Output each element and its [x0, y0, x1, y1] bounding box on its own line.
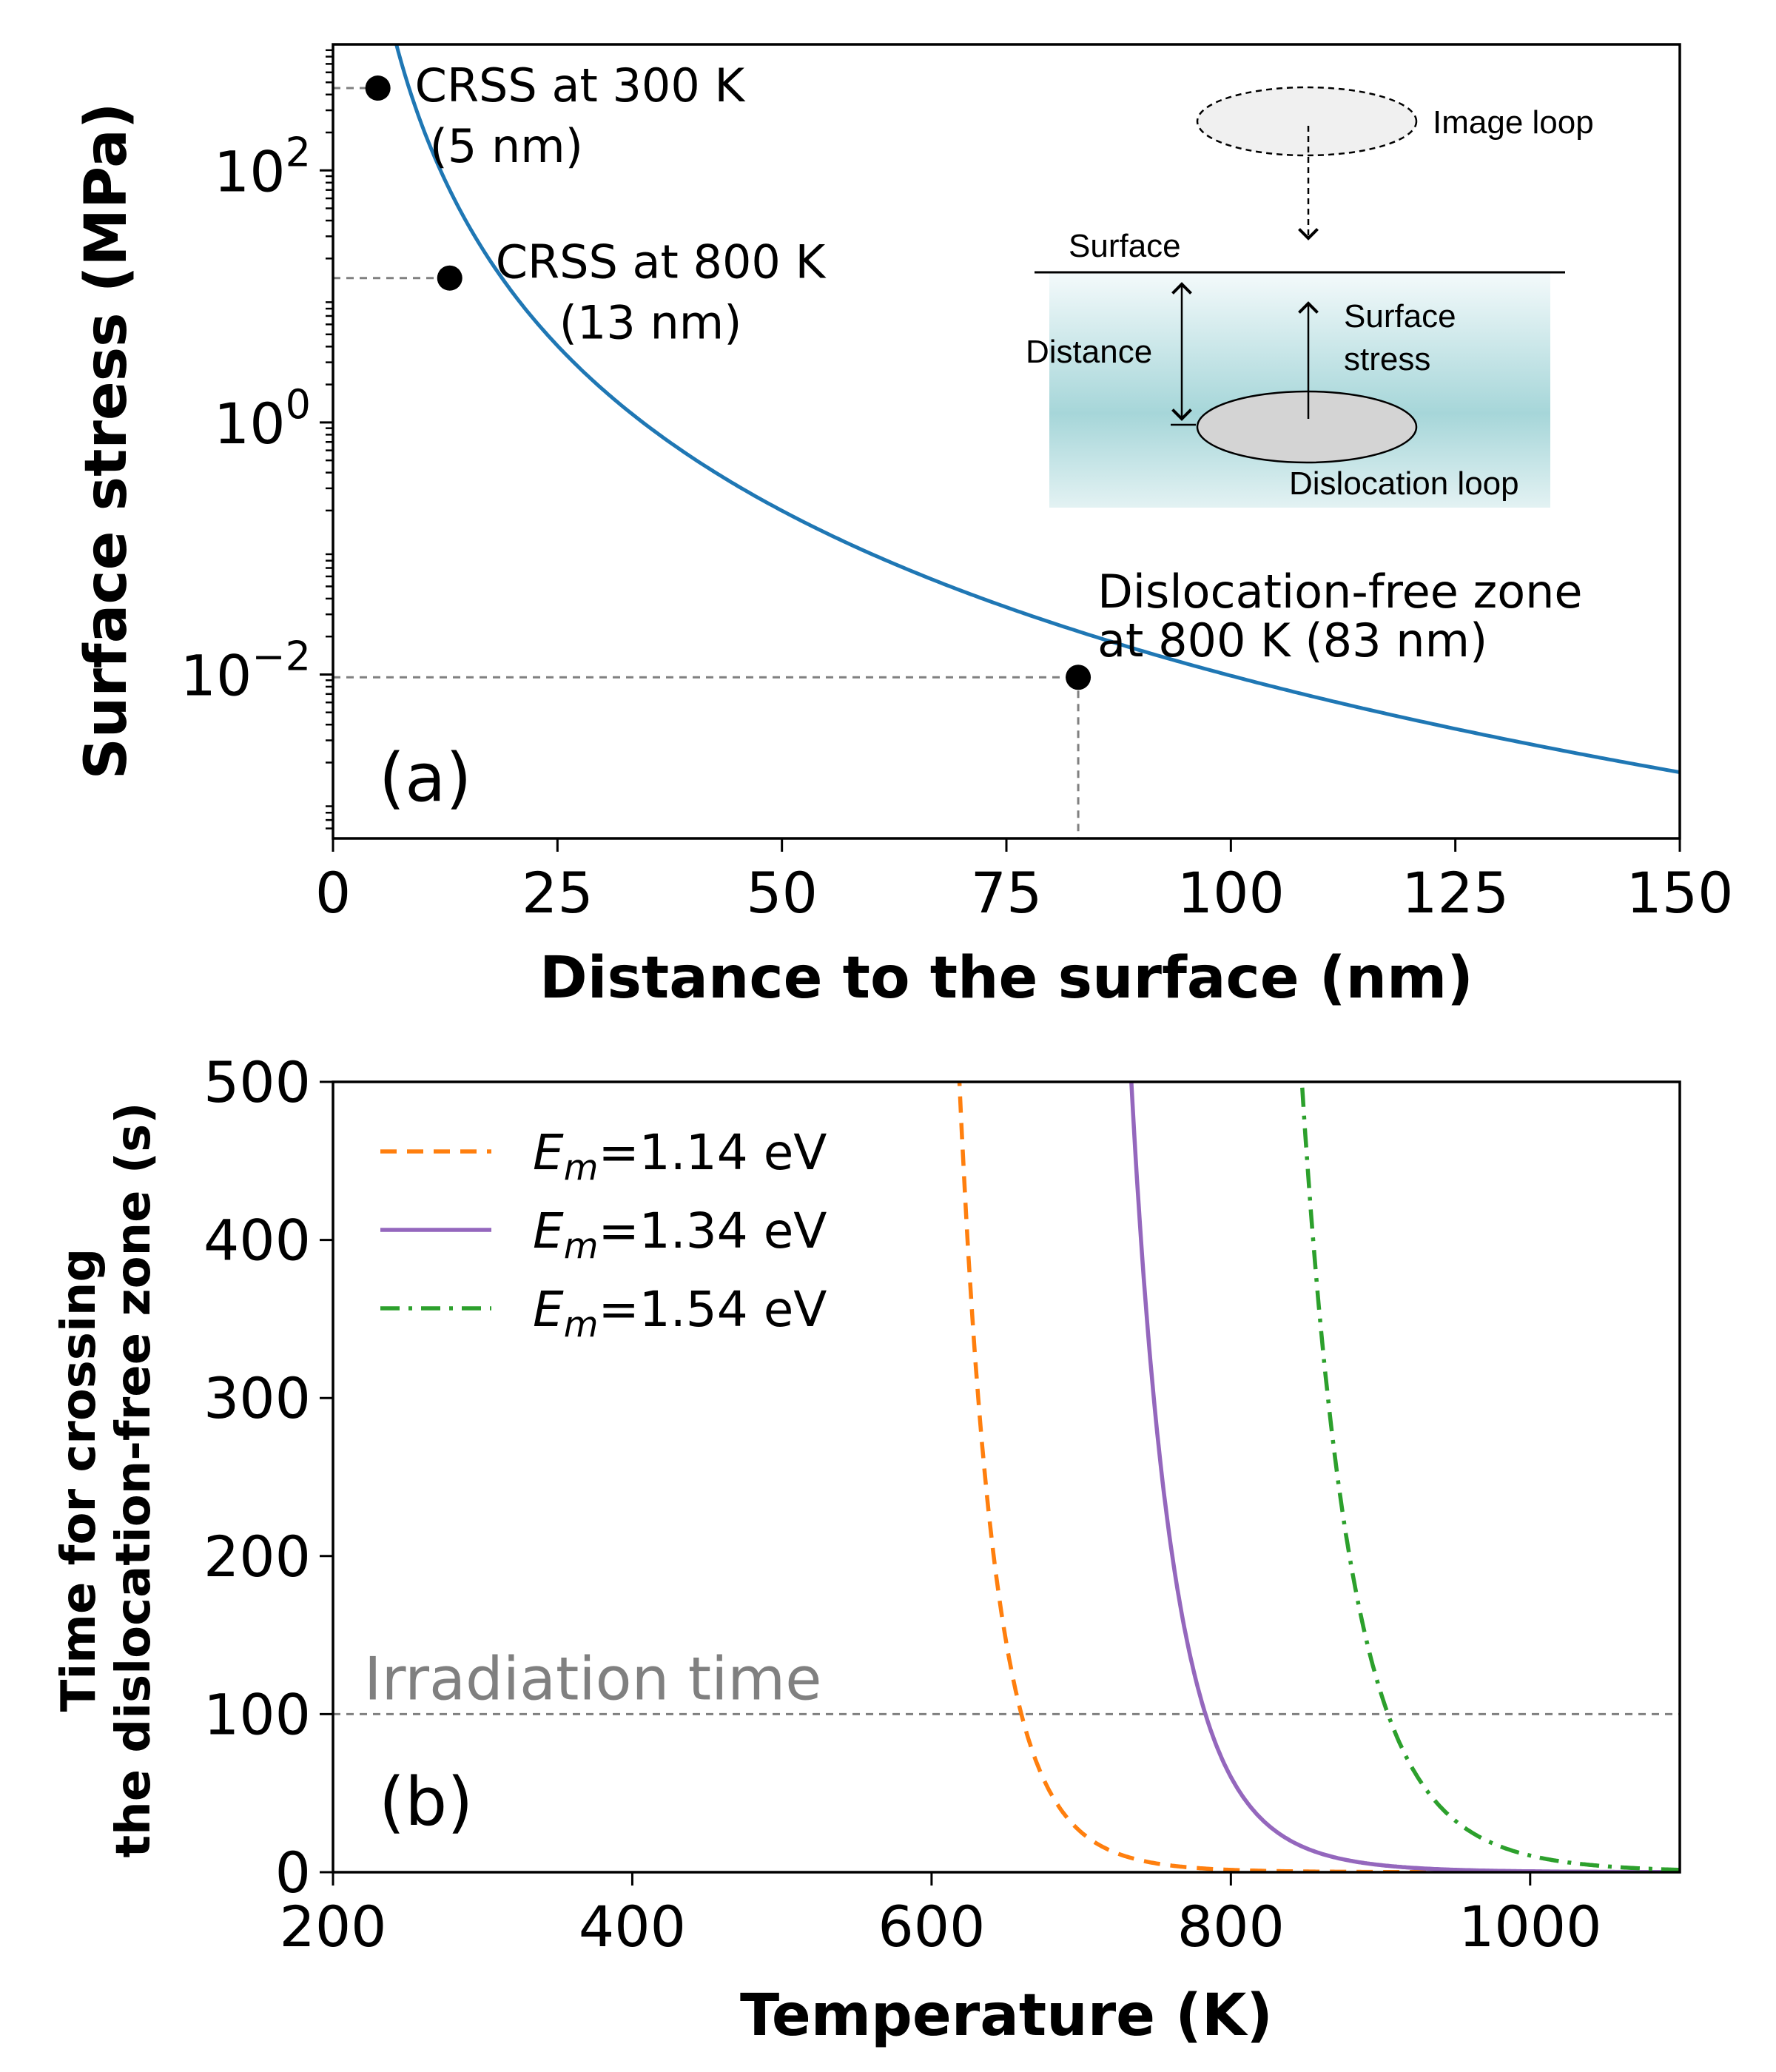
panel-a-points: CRSS at 300 K (5 nm) CRSS at 800 K (13 nm) D…	[365, 58, 1583, 690]
x-tick-label: 0	[315, 860, 351, 926]
data-point	[1066, 665, 1092, 690]
inset-schematic: Image loop Surface Distance Surface stre…	[1026, 86, 1594, 508]
x-tick-label: 125	[1402, 860, 1509, 926]
x-tick-label: 75	[971, 860, 1043, 926]
y-tick-label: 0	[275, 1840, 311, 1906]
surface-stress-curve	[394, 44, 1680, 775]
panel-a-y-axis-label: Surface stress (MPa)	[73, 103, 140, 780]
panel-b-y-axis-label-line1: Time for crossing	[52, 1248, 107, 1712]
panel-a-x-axis-label: Distance to the surface (nm)	[539, 945, 1473, 1012]
dislocation-loop-ellipse	[1196, 390, 1418, 464]
point-label-line2: (13 nm)	[559, 296, 742, 350]
panel-b: Irradiation time 200 400 600 800 1000 0 100 20…	[52, 1049, 1681, 2049]
irradiation-time-label: Irradiation time	[364, 1644, 821, 1713]
inset-distance-label: Distance	[1026, 334, 1152, 370]
inset-image-loop-label: Image loop	[1433, 104, 1594, 141]
point-label-line1: CRSS at 800 K	[496, 235, 827, 289]
panel-b-legend: Em=1.14 eV Em=1.34 eV Em=1.54 eV	[380, 1124, 827, 1345]
inset-dislocation-loop-label: Dislocation loop	[1289, 465, 1519, 502]
y-tick-label: 10−2	[181, 633, 311, 708]
y-tick-label: 500	[204, 1049, 311, 1115]
panel-b-series	[957, 1082, 1680, 1872]
y-tick-label: 300	[204, 1365, 311, 1431]
legend-label: Em=1.34 eV	[533, 1202, 827, 1267]
x-tick-label: 600	[878, 1894, 985, 1960]
y-tick-label: 102	[214, 129, 311, 204]
x-tick-label: 100	[1177, 860, 1285, 926]
y-tick-label: 100	[204, 1681, 311, 1747]
panel-b-x-axis-label: Temperature (K)	[740, 1982, 1273, 2049]
series-line-154	[1299, 1082, 1680, 1872]
panel-a-label: (a)	[379, 739, 471, 817]
series-line-134	[1129, 1082, 1680, 1872]
inset-surface-stress-line1: Surface	[1344, 298, 1456, 334]
legend-label: Em=1.54 eV	[533, 1281, 827, 1345]
point-label-line2: at 800 K (83 nm)	[1097, 613, 1487, 667]
point-label-line1: CRSS at 300 K	[415, 58, 746, 112]
panel-a-x-ticks: 0 25 50 75 100 125 150	[315, 838, 1734, 926]
point-label-line2: (5 nm)	[430, 119, 583, 173]
x-tick-label: 50	[746, 860, 818, 926]
panel-a-y-ticks: 102 100 10−2	[181, 49, 333, 830]
panel-b-x-ticks: 200 400 600 800 1000	[279, 1872, 1601, 1960]
y-tick-label: 200	[204, 1524, 311, 1590]
x-tick-label: 400	[579, 1894, 686, 1960]
inset-surface-label: Surface	[1069, 228, 1181, 264]
y-tick-label: 100	[214, 381, 311, 457]
x-tick-label: 800	[1177, 1894, 1285, 1960]
legend-label: Em=1.14 eV	[533, 1124, 827, 1188]
image-loop-ellipse	[1196, 86, 1418, 157]
panel-a: CRSS at 300 K (5 nm) CRSS at 800 K (13 nm) D…	[73, 43, 1734, 1012]
panel-b-y-axis-label-line2: the dislocation-free zone (s)	[107, 1103, 161, 1858]
inset-surface-stress-line2: stress	[1344, 341, 1430, 377]
y-tick-label: 400	[204, 1208, 311, 1274]
x-tick-label: 150	[1626, 860, 1733, 926]
data-point	[365, 75, 391, 101]
x-tick-label: 200	[279, 1894, 386, 1960]
x-tick-label: 25	[522, 860, 593, 926]
x-tick-label: 1000	[1459, 1894, 1601, 1960]
panel-b-axes-frame	[332, 1080, 1681, 1874]
point-label-line1: Dislocation-free zone	[1097, 565, 1583, 619]
panel-a-guides	[333, 87, 1080, 838]
panel-b-label: (b)	[379, 1763, 473, 1841]
panel-b-y-ticks: 0 100 200 300 400 500	[204, 1049, 333, 1906]
series-line-114	[957, 1082, 1680, 1872]
data-point	[437, 265, 462, 291]
